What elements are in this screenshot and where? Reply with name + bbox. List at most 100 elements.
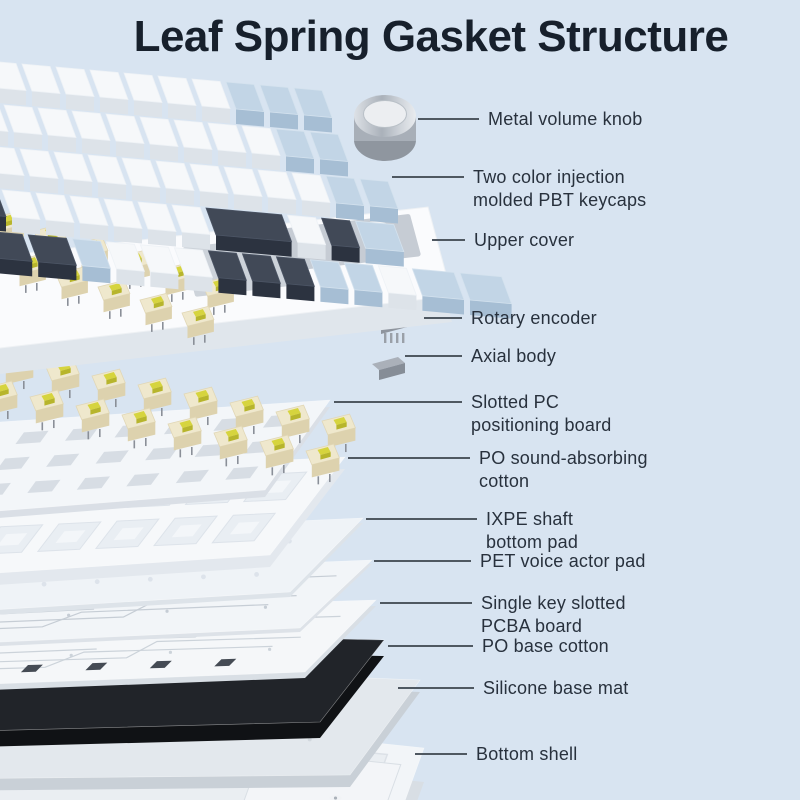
part-callout: Single key slotted PCBA board xyxy=(380,592,626,638)
part-label: Two color injection molded PBT keycaps xyxy=(473,167,647,210)
keycap-layer xyxy=(0,61,513,319)
keycap xyxy=(89,69,129,115)
part-callout: Bottom shell xyxy=(415,743,577,766)
page-title: Leaf Spring Gasket Structure xyxy=(133,12,729,61)
keycap xyxy=(275,128,315,174)
keycap xyxy=(207,250,247,296)
part-label: PO base cotton xyxy=(482,636,609,656)
keycap xyxy=(241,253,281,299)
keycap xyxy=(139,116,179,162)
keycap xyxy=(137,201,177,247)
part-callout: Metal volume knob xyxy=(418,108,642,131)
keycap xyxy=(173,119,213,165)
keycap xyxy=(0,232,33,277)
keycap xyxy=(27,234,77,281)
leader-line xyxy=(334,401,462,403)
part-label: Metal volume knob xyxy=(488,109,643,129)
keycap xyxy=(309,131,349,177)
leader-line xyxy=(418,118,479,120)
leader-line xyxy=(405,355,462,357)
keycap xyxy=(0,108,9,147)
keycap xyxy=(157,75,197,121)
part-label: IXPE shaft bottom pad xyxy=(486,509,579,552)
keycap xyxy=(105,241,145,287)
leader-line xyxy=(388,645,473,647)
keycap xyxy=(103,198,143,244)
keycap xyxy=(69,195,109,241)
leader-line xyxy=(432,239,465,241)
leader-line xyxy=(424,317,462,319)
keycap xyxy=(287,214,327,260)
keycap xyxy=(105,113,145,159)
part-label: Slotted PC positioning board xyxy=(471,392,612,435)
leader-line xyxy=(380,602,472,604)
part-callout: Slotted PC positioning board xyxy=(334,391,612,437)
part-label: Single key slotted PCBA board xyxy=(481,593,626,636)
keycap xyxy=(19,148,59,194)
keycap xyxy=(3,104,43,150)
keycap xyxy=(173,247,213,293)
keycap xyxy=(71,110,111,156)
keycap xyxy=(321,217,361,263)
part-label: PET voice actor pad xyxy=(480,551,646,571)
leader-line xyxy=(348,457,470,459)
leader-line xyxy=(366,518,477,520)
keycap xyxy=(0,199,7,232)
axial-body xyxy=(372,357,405,380)
leader-line xyxy=(392,176,464,178)
leader-line xyxy=(415,753,467,755)
part-callout: PO base cotton xyxy=(388,635,609,658)
keycap xyxy=(0,61,27,106)
keycap xyxy=(377,265,417,311)
keycap xyxy=(343,262,383,308)
keycap xyxy=(87,154,127,200)
keycap xyxy=(171,204,211,250)
keycap xyxy=(275,256,315,302)
part-callout: PET voice actor pad xyxy=(374,550,646,573)
keycap xyxy=(325,175,365,221)
keycap xyxy=(459,272,513,319)
keycap xyxy=(411,268,465,315)
keycap xyxy=(0,146,25,191)
keycap xyxy=(359,178,399,224)
keycap xyxy=(191,78,231,124)
keycap xyxy=(241,125,281,171)
keycap xyxy=(55,66,95,112)
part-label: Axial body xyxy=(471,346,557,366)
part-callout: Rotary encoder xyxy=(424,307,597,330)
keycap xyxy=(123,72,163,118)
keycap xyxy=(121,157,161,203)
volume-knob xyxy=(354,95,416,161)
part-label: Upper cover xyxy=(474,230,575,250)
part-label: Bottom shell xyxy=(476,744,578,764)
keycap xyxy=(355,220,405,267)
part-label: Rotary encoder xyxy=(471,308,597,328)
keycap xyxy=(53,151,93,197)
keycap xyxy=(309,259,349,305)
part-callout: PO sound-absorbing cotton xyxy=(348,447,648,493)
keycap xyxy=(259,84,299,130)
keycap xyxy=(293,87,333,133)
keycap xyxy=(1,189,41,235)
leader-line xyxy=(374,560,471,562)
part-callout: IXPE shaft bottom pad xyxy=(366,508,578,554)
part-callout: Axial body xyxy=(405,345,556,368)
keycap xyxy=(225,81,265,127)
keycap xyxy=(291,172,331,218)
keycap xyxy=(37,107,77,153)
keycap xyxy=(223,166,263,212)
keycap xyxy=(35,192,75,238)
keycap xyxy=(205,207,293,257)
keycap xyxy=(155,160,195,206)
part-label: Silicone base mat xyxy=(483,678,629,698)
keycap xyxy=(21,63,61,109)
keycap xyxy=(71,238,111,284)
part-callout: Upper cover xyxy=(432,229,574,252)
part-callout: Silicone base mat xyxy=(398,677,628,700)
part-callout: Two color injection molded PBT keycaps xyxy=(392,166,646,212)
keycap xyxy=(207,122,247,168)
leader-line xyxy=(398,687,474,689)
